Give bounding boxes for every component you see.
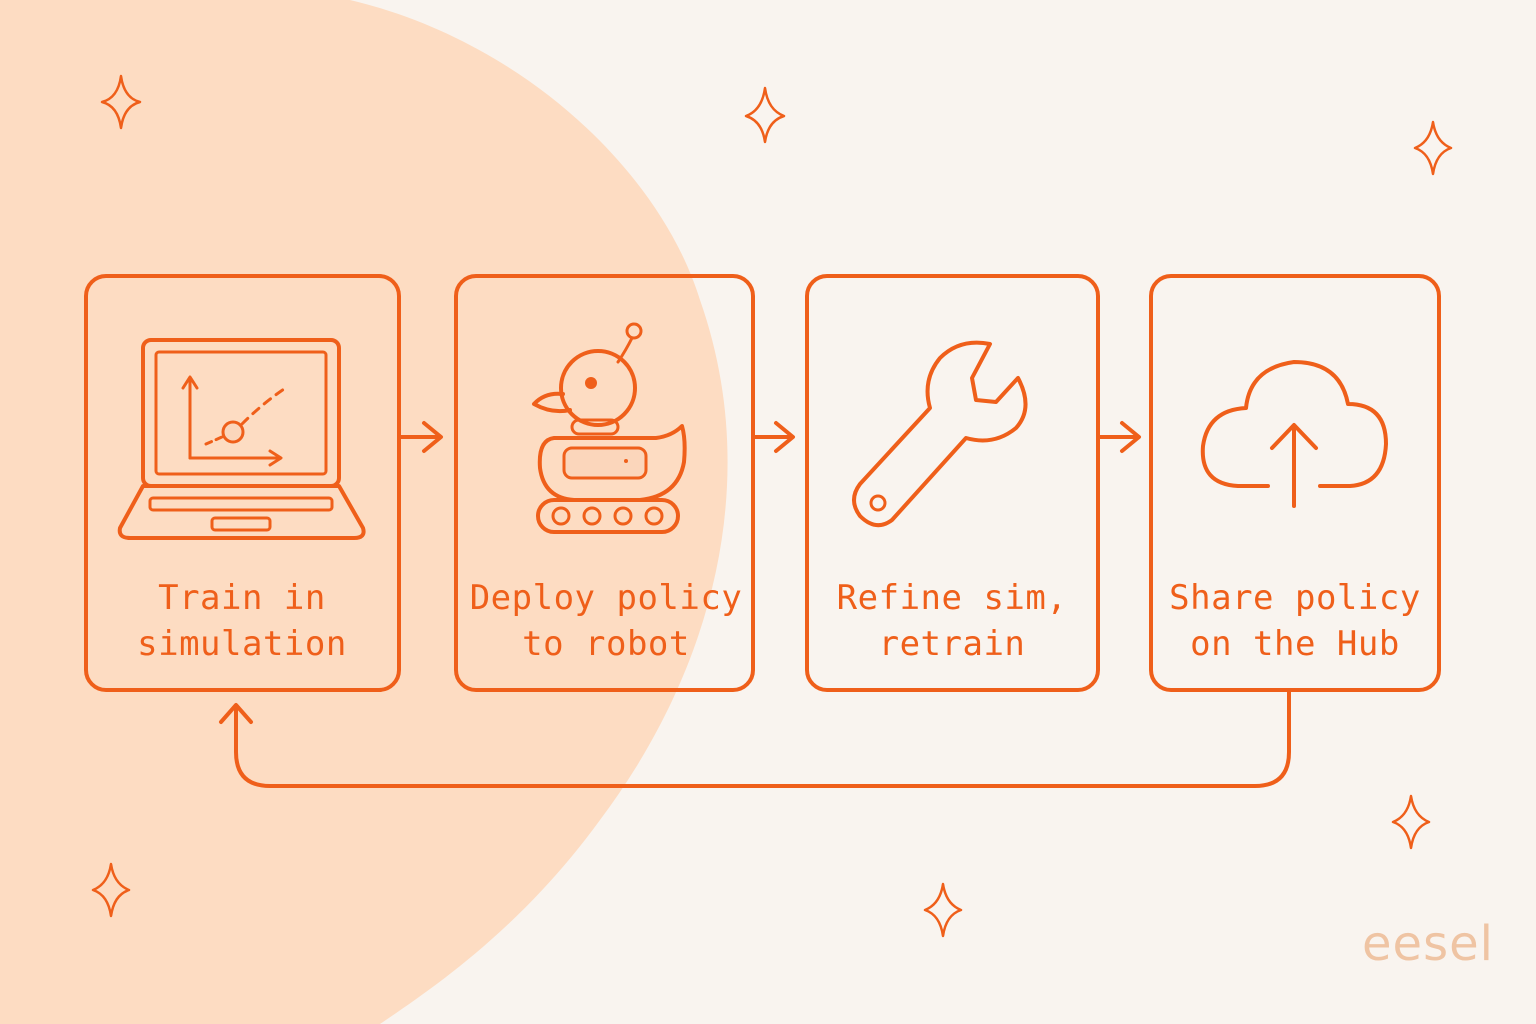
step-label-2: Deploy policy to robot bbox=[456, 575, 756, 667]
step-label-line: retrain bbox=[878, 624, 1026, 664]
step-card-3 bbox=[805, 274, 1100, 692]
step-card-1 bbox=[84, 274, 401, 692]
background-blob bbox=[0, 0, 728, 1024]
step-label-line: Refine sim, bbox=[836, 578, 1068, 618]
sparkle-icon bbox=[100, 74, 142, 130]
duck-robot-icon bbox=[532, 322, 687, 534]
sparkle-icon bbox=[1391, 794, 1431, 850]
step-label-3: Refine sim, retrain bbox=[802, 575, 1102, 667]
sparkle-icon bbox=[744, 86, 786, 144]
sparkle-icon bbox=[1413, 120, 1453, 176]
brand-logo: eesel bbox=[1362, 916, 1494, 972]
step-label-line: Share policy bbox=[1169, 578, 1421, 618]
step-label-line: on the Hub bbox=[1190, 624, 1400, 664]
step-card-2 bbox=[454, 274, 755, 692]
cloud-upload-icon bbox=[1200, 360, 1388, 508]
arrow-right-icon bbox=[399, 421, 443, 453]
step-label-1: Train in simulation bbox=[92, 575, 392, 667]
sparkle-icon bbox=[923, 882, 963, 938]
arrow-right-icon bbox=[753, 421, 795, 453]
laptop-chart-icon bbox=[117, 338, 366, 540]
step-label-line: simulation bbox=[137, 624, 347, 664]
step-label-line: Train in bbox=[158, 578, 326, 618]
arrow-right-icon bbox=[1098, 421, 1141, 453]
step-label-line: Deploy policy bbox=[469, 578, 743, 618]
wrench-icon bbox=[852, 340, 1028, 528]
step-card-4 bbox=[1149, 274, 1441, 692]
step-label-4: Share policy on the Hub bbox=[1145, 575, 1445, 667]
sparkle-icon bbox=[91, 862, 131, 918]
loop-back-arrow bbox=[219, 690, 1291, 788]
step-label-line: to robot bbox=[522, 624, 690, 664]
